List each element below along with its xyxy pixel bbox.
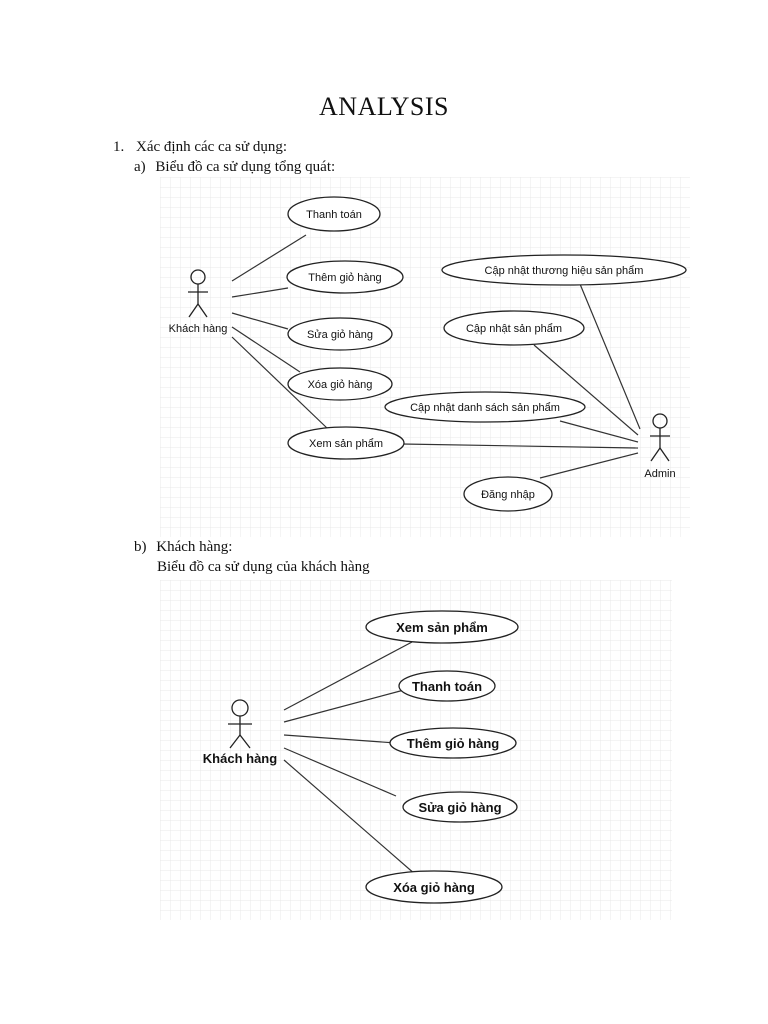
section-1b-number: b) [134, 539, 147, 555]
assoc-admin-dang-nhap [539, 452, 639, 479]
use-case-sua-gio-hang: Sửa giỏ hàng [402, 791, 518, 823]
customer-actor-label: Khách hàng [203, 751, 277, 766]
use-case-xoa-gio-hang: Xóa giỏ hàng [287, 367, 393, 401]
customer-actor-icon [228, 699, 252, 749]
assoc-admin-cap-nhat-thuong-hieu [579, 283, 641, 430]
use-case-sua-gio-hang-label: Sửa giỏ hàng [418, 800, 501, 815]
use-case-cap-nhat-thuong-hieu: Cập nhật thương hiệu sản phẩm [441, 254, 687, 286]
use-case-them-gio-hang: Thêm giỏ hàng [286, 260, 404, 294]
assoc-customer-sua-gio-hang [231, 312, 289, 330]
assoc-xem-san-pham [283, 641, 413, 711]
use-case-them-gio-hang-label: Thêm giỏ hàng [407, 736, 500, 751]
admin-actor-icon [650, 413, 670, 462]
use-case-thanh-toan: Thanh toán [398, 670, 496, 702]
use-case-thanh-toan-label: Thanh toán [412, 679, 482, 694]
assoc-thanh-toan [283, 689, 405, 723]
use-case-them-gio-hang-label: Thêm giỏ hàng [308, 272, 381, 284]
use-case-xoa-gio-hang-label: Xóa giỏ hàng [393, 880, 475, 895]
general-use-case-diagram: Khách hàng Admin Thanh toán Thêm giỏ hàn… [160, 177, 690, 537]
admin-associations [401, 283, 641, 479]
section-1b-text: Khách hàng: [156, 539, 233, 555]
use-case-cap-nhat-thuong-hieu-label: Cập nhật thương hiệu sản phẩm [485, 265, 644, 277]
customer-use-case-diagram: Khách hàng Xem sản phẩm Thanh toán Thêm … [160, 580, 672, 920]
use-case-sua-gio-hang-label: Sửa giỏ hàng [307, 329, 373, 341]
assoc-them-gio-hang [283, 734, 397, 744]
assoc-customer-thanh-toan [231, 234, 307, 282]
use-case-thanh-toan-label: Thanh toán [306, 209, 362, 221]
customer-associations [231, 234, 329, 430]
admin-actor-label: Admin [644, 468, 675, 480]
use-case-xem-san-pham: Xem sản phẩm [365, 610, 519, 644]
section-1a-text: Biểu đồ ca sử dụng tổng quát: [155, 159, 336, 175]
section-1-text: Xác định các ca sử dụng: [136, 139, 287, 155]
use-case-cap-nhat-danh-sach: Cập nhật danh sách sản phẩm [384, 391, 586, 423]
section-1: 1. Xác định các ca sử dụng: [113, 138, 287, 156]
use-case-xem-san-pham-label: Xem sản phẩm [396, 620, 488, 635]
use-case-sua-gio-hang: Sửa giỏ hàng [287, 317, 393, 351]
use-case-cap-nhat-danh-sach-label: Cập nhật danh sách sản phẩm [410, 402, 560, 414]
assoc-xoa-gio-hang [283, 759, 417, 876]
assoc-customer-xoa-gio-hang [231, 326, 301, 373]
assoc-admin-cap-nhat-danh-sach [559, 420, 639, 443]
page-title: ANALYSIS [319, 92, 449, 121]
use-case-xoa-gio-hang-label: Xóa giỏ hàng [308, 379, 373, 391]
section-1b-subtitle: Biểu đồ ca sử dụng của khách hàng [157, 559, 370, 575]
use-case-cap-nhat-san-pham-label: Cập nhật sản phẩm [466, 323, 562, 335]
section-1a: a) Biểu đồ ca sử dụng tổng quát: [134, 158, 335, 176]
assoc-sua-gio-hang [283, 747, 397, 797]
use-case-xoa-gio-hang: Xóa giỏ hàng [365, 870, 503, 904]
use-case-dang-nhap: Đăng nhập [463, 476, 553, 512]
customer-associations [283, 641, 417, 876]
assoc-customer-them-gio-hang [231, 287, 289, 298]
assoc-admin-xem-san-pham [401, 443, 639, 449]
assoc-customer-xem-san-pham [231, 336, 329, 430]
use-case-xem-san-pham: Xem sản phẩm [287, 426, 405, 460]
section-1b: b) Khách hàng: [134, 538, 232, 556]
diagram-grid-background [160, 177, 690, 537]
use-case-them-gio-hang: Thêm giỏ hàng [389, 727, 517, 759]
section-1a-number: a) [134, 159, 146, 175]
use-case-dang-nhap-label: Đăng nhập [481, 489, 535, 501]
use-case-xem-san-pham-label: Xem sản phẩm [309, 438, 383, 450]
assoc-admin-cap-nhat-san-pham [533, 344, 639, 436]
use-case-cap-nhat-san-pham: Cập nhật sản phẩm [443, 310, 585, 346]
section-1-number: 1. [113, 139, 125, 155]
use-case-thanh-toan: Thanh toán [287, 196, 381, 232]
customer-actor-icon [188, 269, 208, 318]
customer-actor-label: Khách hàng [169, 323, 228, 335]
